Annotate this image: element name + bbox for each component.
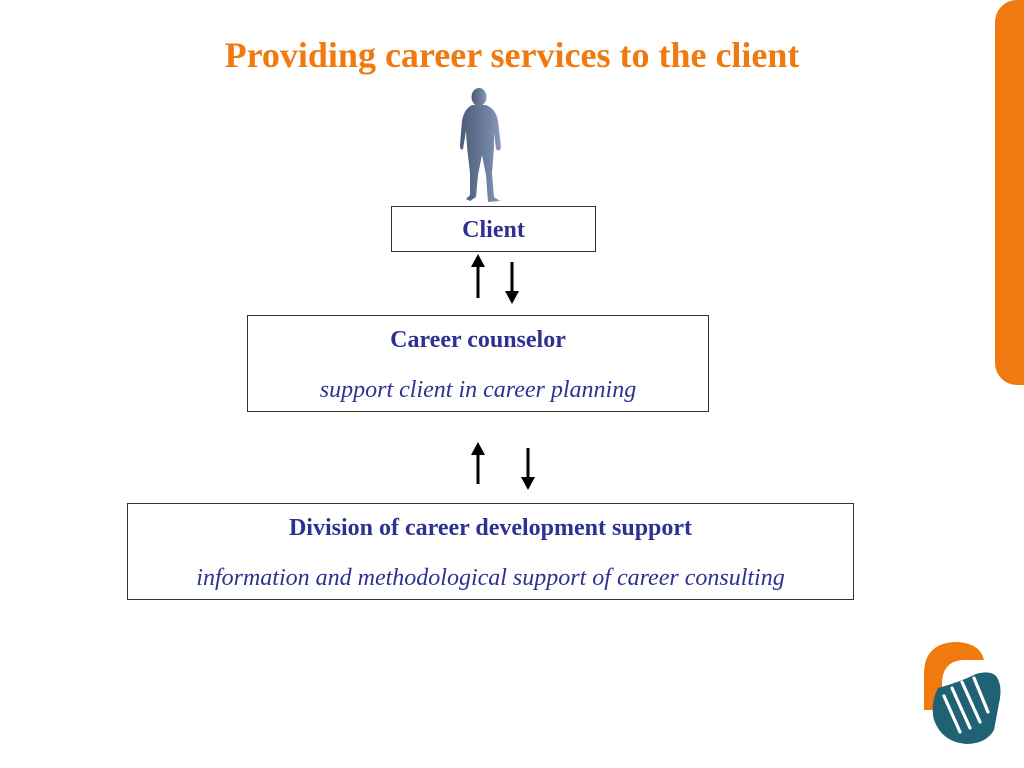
division-box: Division of career development support i… xyxy=(127,503,854,600)
counselor-description: support client in career planning xyxy=(319,377,637,403)
person-silhouette-icon xyxy=(460,88,501,202)
up-arrow-icon xyxy=(471,254,485,298)
division-description: information and methodological support o… xyxy=(196,565,785,591)
counselor-box: Career counselor support client in caree… xyxy=(247,315,709,412)
up-arrow-icon xyxy=(471,442,485,484)
client-label: Client xyxy=(462,217,525,243)
slide-title: Providing career services to the client xyxy=(224,35,800,75)
down-arrow-icon xyxy=(521,448,535,490)
counselor-label: Career counselor xyxy=(390,327,566,353)
client-box: Client xyxy=(391,206,596,252)
division-label: Division of career development support xyxy=(288,515,693,541)
accent-bar xyxy=(995,0,1024,385)
down-arrow-icon xyxy=(505,262,519,304)
hand-logo-icon xyxy=(924,642,1001,744)
